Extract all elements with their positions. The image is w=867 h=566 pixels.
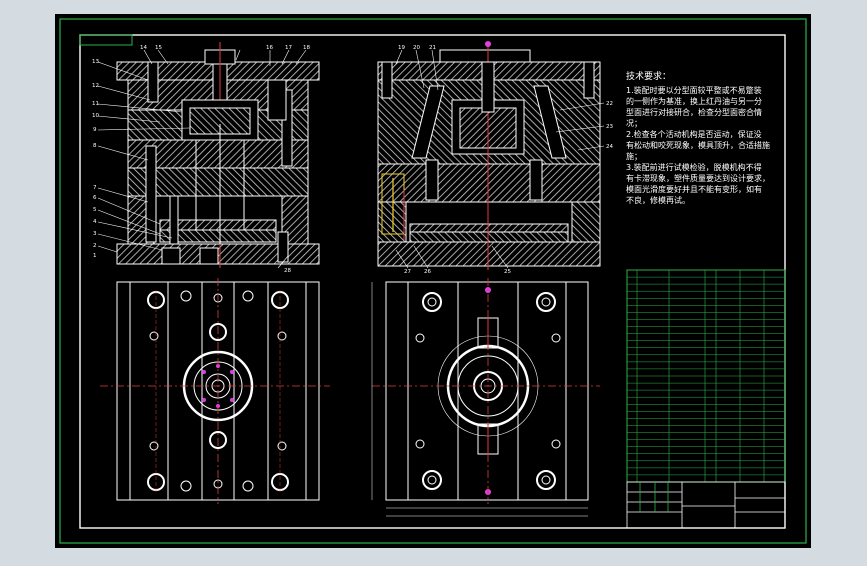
tech-note-line: 有松动和咬死现象，模具顶升，合适措施: [626, 141, 770, 150]
bill-of-materials: [626, 269, 786, 483]
callout-26: 26: [424, 269, 431, 275]
callout-1: 1: [93, 253, 97, 259]
front-view-callouts: 14 15 16 17 18 13 12 11 10 9 8 7 6 5 4 3…: [92, 45, 310, 274]
tech-note-line: 况；: [626, 119, 642, 128]
callout-9: 9: [93, 127, 97, 133]
callout-17: 17: [285, 45, 292, 51]
tech-notes-heading: 技术要求：: [626, 72, 672, 82]
callout-22: 22: [606, 101, 613, 107]
plan-view-moving-half: [371, 278, 600, 517]
callout-28: 28: [284, 268, 291, 274]
callout-11: 11: [92, 101, 99, 107]
tech-note-line: 型面进行对接研合，检查分型面密合情: [626, 108, 762, 117]
callout-2: 2: [93, 243, 97, 249]
tech-note-line: 有卡滞现象，塑件质量要达到设计要求，: [626, 174, 770, 183]
tech-note-line: 2.检查各个活动机构是否运动，保证没: [626, 130, 762, 139]
technical-requirements: 技术要求： 1.装配时要以分型面较平整或不易蹩装 的一侧作为基准，换上红丹油与另…: [626, 72, 786, 206]
corner-tab: [79, 34, 133, 46]
outer-border: [59, 18, 807, 544]
tech-note-line: 不良，修模再试。: [626, 196, 690, 205]
tech-note-line: 1.装配时要以分型面较平整或不易蹩装: [626, 86, 762, 95]
tech-note-line: 的一侧作为基准，换上红丹油与另一分: [626, 97, 762, 106]
callout-8: 8: [93, 143, 97, 149]
callout-10: 10: [92, 113, 99, 119]
callout-5: 5: [93, 207, 97, 213]
front-section-view: [97, 42, 320, 269]
callout-19: 19: [398, 45, 405, 51]
callout-3: 3: [93, 231, 97, 237]
tech-note-line: 施；: [626, 152, 642, 161]
callout-21: 21: [429, 45, 436, 51]
tech-note-line: 3.装配前进行试模检验，脱模机构不得: [626, 163, 762, 172]
callout-16: 16: [266, 45, 273, 51]
callout-23: 23: [606, 124, 613, 130]
plan-view-fixed-half: [100, 278, 330, 504]
callout-25: 25: [504, 269, 511, 275]
side-view-callouts: 19 20 21 22 23 24 27 26 25: [398, 45, 613, 275]
bom-rows: [627, 276, 785, 476]
callout-6: 6: [93, 195, 97, 201]
tech-note-line: 模面光滑度要好并且不能有变形，如有: [626, 185, 762, 194]
callout-7: 7: [93, 185, 97, 191]
title-block: [626, 481, 786, 529]
callout-27: 27: [404, 269, 411, 275]
callout-15: 15: [155, 45, 162, 51]
callout-4: 4: [93, 219, 97, 225]
side-section-view: [377, 41, 605, 270]
callout-24: 24: [606, 144, 613, 150]
callout-12: 12: [92, 83, 99, 89]
callout-18: 18: [303, 45, 310, 51]
callout-20: 20: [413, 45, 420, 51]
callout-14: 14: [140, 45, 147, 51]
callout-13: 13: [92, 59, 99, 65]
